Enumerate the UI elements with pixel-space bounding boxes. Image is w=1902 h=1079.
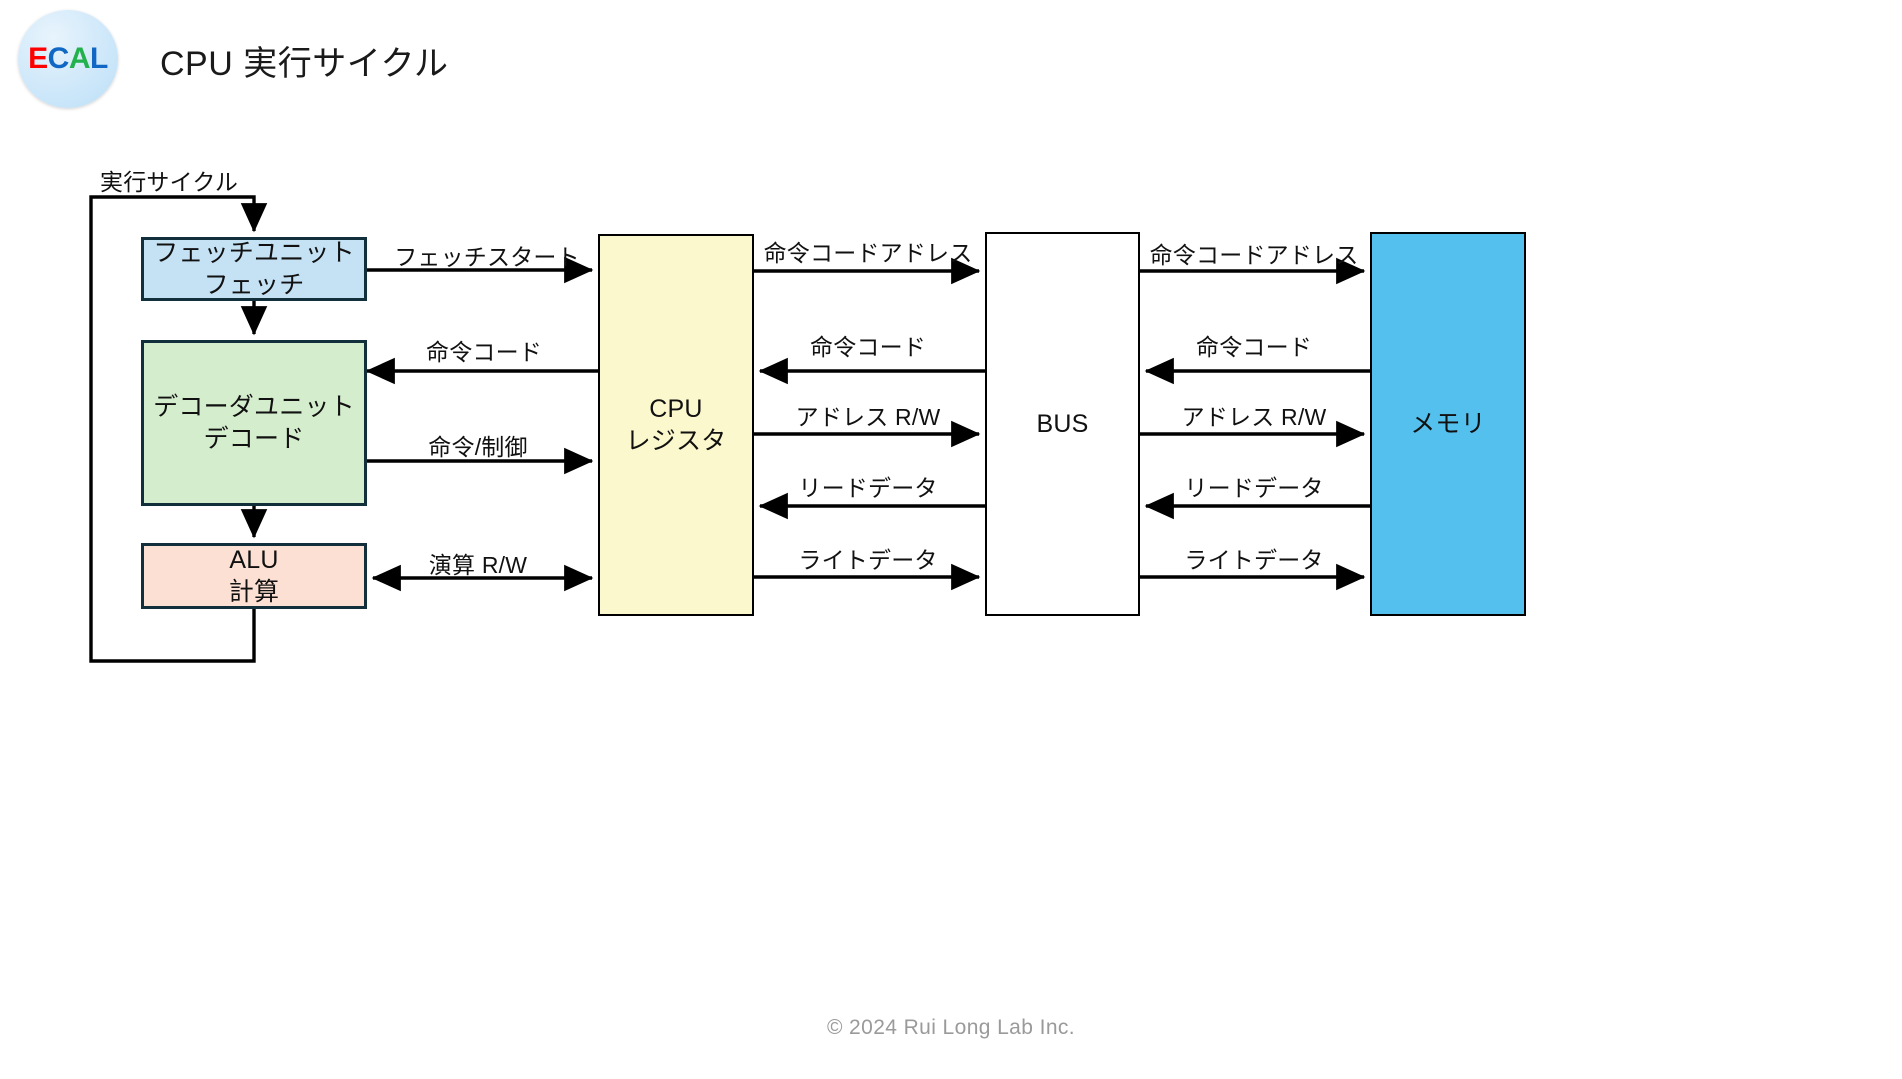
edge-label-bus-to-mem-address-rw: アドレス R/W [1181,404,1327,430]
edge-label-fetch-start: フェッチスタート [394,244,580,270]
node-decoder-unit[interactable]: デコーダユニット デコード [141,340,367,506]
node-alu[interactable]: ALU 計算 [141,543,367,609]
node-decoder-unit-line2: デコード [203,425,305,453]
edge-label-mem-to-bus-read-data: リードデータ [1184,475,1324,501]
edge-label-cpu-to-bus-write-data: ライトデータ [798,547,938,573]
node-memory[interactable]: メモリ [1370,232,1526,616]
node-memory-label: メモリ [1410,410,1486,438]
logo-wordmark: ECAL [28,44,108,74]
ecal-logo: ECAL [18,10,118,108]
footer-copyright: © 2024 Rui Long Lab Inc. [826,1016,1076,1039]
node-cpu-register-line2: レジスタ [625,427,727,455]
node-bus-label: BUS [1036,410,1089,438]
edge-label-cpu-to-bus-address: 命令コードアドレス [763,240,973,266]
edge-label-alu-cpu-rw: 演算 R/W [428,552,528,578]
edge-execution-cycle-loop [89,195,268,663]
node-bus[interactable]: BUS [985,232,1140,616]
node-alu-line2: 計算 [228,578,280,606]
logo-letter-l: L [90,42,108,75]
edge-label-decoder-to-cpu-control: 命令/制御 [428,434,528,460]
node-decoder-unit-line1: デコーダユニット [153,393,355,421]
node-fetch-unit-line1: フェッチユニット [153,239,355,267]
logo-letter-e: E [28,42,48,75]
node-cpu-register-line1: CPU [649,395,703,423]
edge-label-cpu-to-bus-address-rw: アドレス R/W [795,404,941,430]
node-fetch-unit-line2: フェッチ [203,271,305,299]
edge-label-bus-to-mem-write-data: ライトデータ [1184,547,1324,573]
edge-label-bus-to-cpu-read-data: リードデータ [798,475,938,501]
slide-header: ECAL CPU 実行サイクル [0,0,1902,118]
execution-cycle-label: 実行サイクル [100,169,239,195]
logo-letter-a: A [68,42,91,75]
edge-label-bus-to-mem-address: 命令コードアドレス [1149,242,1359,268]
node-fetch-unit[interactable]: フェッチユニット フェッチ [141,237,367,301]
node-alu-line1: ALU [229,546,279,574]
edge-label-cpu-to-decoder-code: 命令コード [426,339,542,365]
page-title: CPU 実行サイクル [160,45,449,83]
logo-letter-c: C [47,42,70,75]
node-cpu-register[interactable]: CPU レジスタ [598,234,754,616]
edge-label-mem-to-bus-code: 命令コード [1196,334,1312,360]
edge-label-bus-to-cpu-code: 命令コード [810,334,926,360]
